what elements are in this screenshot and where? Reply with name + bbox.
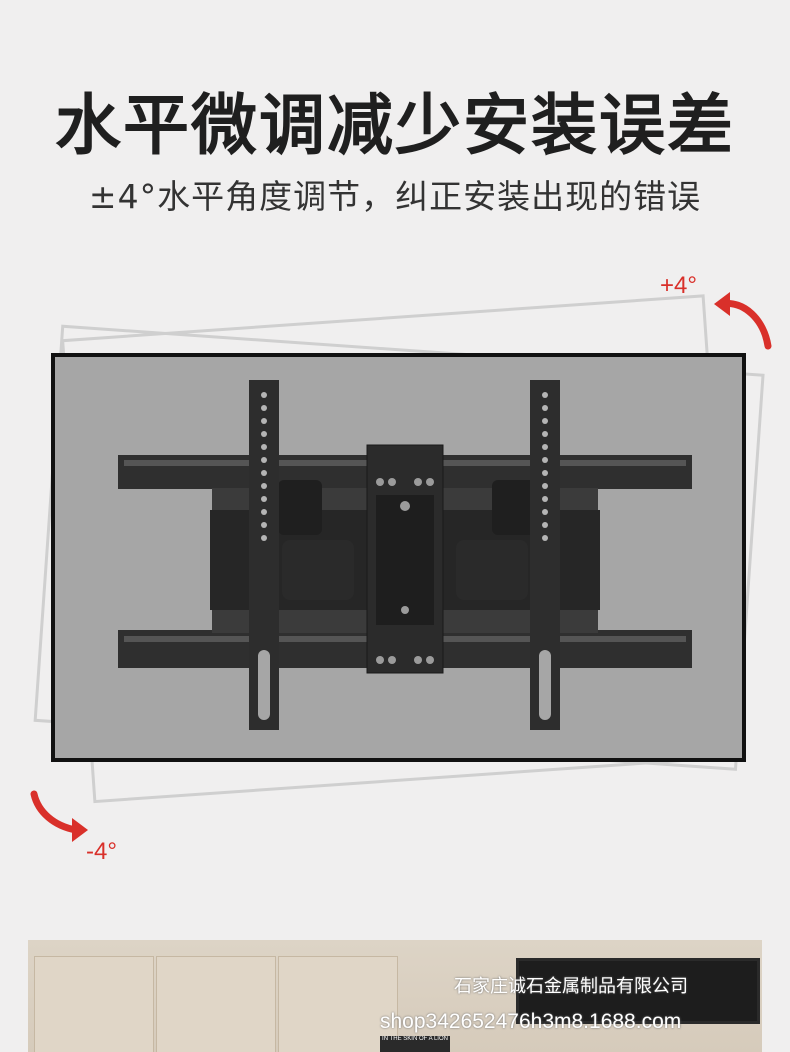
watermark-url: shop342652476h3m8.1688.com bbox=[380, 1010, 682, 1033]
cabinet-panel bbox=[34, 956, 154, 1052]
watermark-company: 石家庄诚石金属制品有限公司 bbox=[454, 976, 688, 997]
book: IN THE SKIN OF A LION bbox=[380, 1036, 450, 1052]
cabinet-panel bbox=[278, 956, 398, 1052]
angle-plus-label: +4° bbox=[660, 272, 697, 299]
wall-mount-bracket bbox=[118, 380, 692, 730]
angle-minus-label: -4° bbox=[86, 838, 117, 865]
headline: 水平微调减少安装误差 bbox=[55, 87, 735, 164]
rotate-counterclockwise-arrow-icon bbox=[30, 790, 88, 842]
subheadline: ±4°水平角度调节，纠正安装出现的错误 bbox=[88, 177, 702, 216]
tv-screen bbox=[516, 958, 760, 1024]
rotate-clockwise-arrow-icon bbox=[714, 292, 772, 350]
cabinet-panel bbox=[156, 956, 276, 1052]
